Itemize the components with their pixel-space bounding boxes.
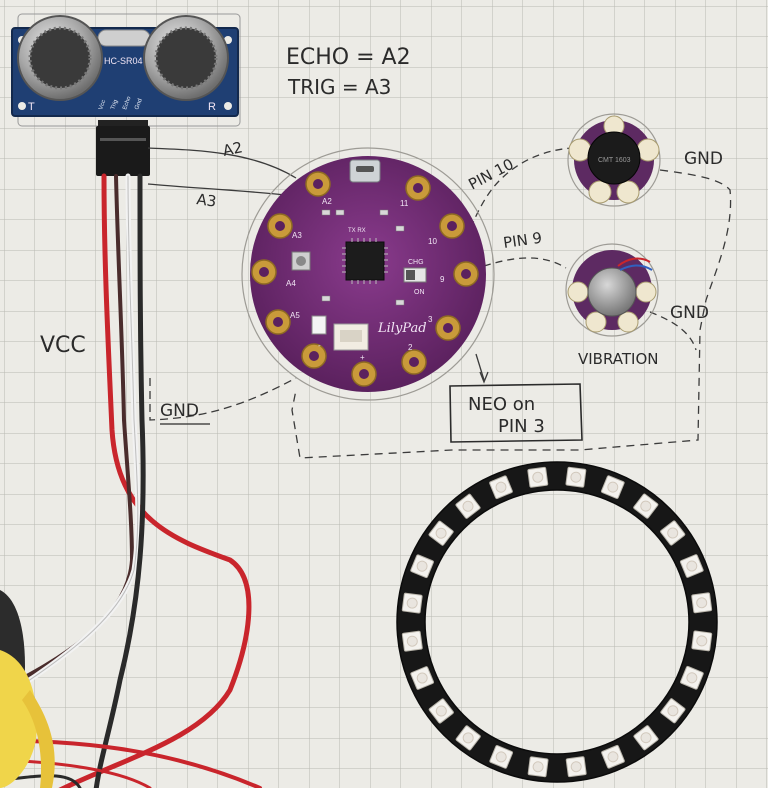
neo-note-line2: PIN 3 — [498, 416, 545, 437]
neopixel-led — [410, 666, 435, 690]
pad-label-a5: A5 — [290, 311, 300, 320]
pad-label-11: 11 — [400, 199, 409, 208]
sensor-pin-vcc: Vcc — [98, 99, 107, 110]
tx-rx-label: TX RX — [348, 228, 366, 234]
buzzer-marking: CMT 1603 — [598, 157, 631, 164]
sensor-model-label: HC-SR04 — [104, 56, 143, 66]
pad-label-9: 9 — [440, 275, 445, 284]
neopixel-led — [401, 630, 423, 652]
neopixel-leds — [401, 466, 713, 778]
pad-label-a2: A2 — [322, 197, 332, 206]
lilypad-logo: LilyPad — [377, 321, 427, 336]
neopixel-led — [679, 554, 704, 578]
receiver-transducer — [143, 15, 229, 101]
neopixel-led — [691, 630, 713, 652]
sensor-pin-echo: Echo — [122, 95, 133, 111]
pad-label-a4: A4 — [286, 279, 296, 288]
neopixel-led — [428, 520, 454, 546]
sensor-r-label: R — [208, 101, 216, 113]
jumper-connector — [96, 126, 150, 176]
neopixel-led — [410, 554, 434, 578]
buzzer-module: CMT 1603 — [567, 113, 661, 207]
pad-label-plus: + — [360, 353, 365, 362]
pad-label-a3: A3 — [292, 231, 302, 240]
gnd-vibration-note: GND — [670, 303, 709, 323]
neopixel-led — [489, 475, 513, 500]
neopixel-led — [527, 756, 549, 778]
vibration-note: VIBRATION — [578, 350, 659, 368]
pencil-wiring — [147, 147, 732, 459]
ultrasonic-sensor: HC-SR04 T R Vcc Trig Echo Gnd — [11, 13, 241, 176]
gnd-left-note: GND — [160, 401, 199, 421]
sensor-pin-gnd: Gnd — [134, 98, 144, 111]
pad-label-10: 10 — [428, 237, 437, 246]
lilypad-board: A2 A3 A4 A5 11 10 9 3 2 + - CHG ON TX RX… — [241, 147, 495, 401]
vibration-module — [565, 243, 659, 337]
chg-label: CHG — [408, 259, 424, 266]
sensor-pin-trig: Trig — [110, 99, 119, 111]
neopixel-led — [565, 756, 587, 778]
neopixel-led — [660, 698, 686, 724]
sensor-t-label: T — [28, 101, 35, 113]
jumper-wires — [0, 173, 262, 788]
vcc-note: VCC — [40, 333, 86, 358]
pad-label-2: 2 — [408, 343, 413, 352]
neopixel-led — [601, 475, 625, 499]
neopixel-led — [455, 493, 481, 519]
neo-note-line1: NEO on — [468, 394, 535, 415]
neopixel-led — [489, 745, 513, 769]
echo-note: ECHO = A2 — [286, 45, 411, 70]
pad-label-minus: - — [318, 341, 321, 350]
a2-note: A2 — [221, 138, 244, 160]
neo-note-box — [449, 383, 583, 443]
neopixel-led — [428, 698, 454, 724]
neopixel-led — [691, 592, 713, 614]
microcontroller-chip — [345, 241, 385, 281]
neopixel-led — [401, 592, 423, 614]
neopixel-led — [565, 466, 587, 488]
gnd-buzzer-note: GND — [684, 149, 723, 169]
neopixel-led — [680, 666, 704, 690]
neopixel-led — [455, 725, 481, 751]
neopixel-ring — [396, 461, 718, 783]
on-label: ON — [414, 289, 425, 296]
transmitter-transducer — [17, 15, 103, 101]
pin9-note: PIN 9 — [502, 229, 543, 252]
a3-note: A3 — [195, 190, 217, 211]
vibration-motor — [587, 267, 637, 317]
alligator-clip — [0, 590, 55, 788]
neopixel-led — [660, 520, 686, 546]
neopixel-led — [633, 725, 659, 751]
trig-note: TRIG = A3 — [287, 75, 391, 99]
neopixel-led — [527, 466, 549, 488]
neopixel-led — [601, 744, 625, 769]
neopixel-led — [633, 493, 659, 519]
pad-label-3: 3 — [428, 315, 433, 324]
